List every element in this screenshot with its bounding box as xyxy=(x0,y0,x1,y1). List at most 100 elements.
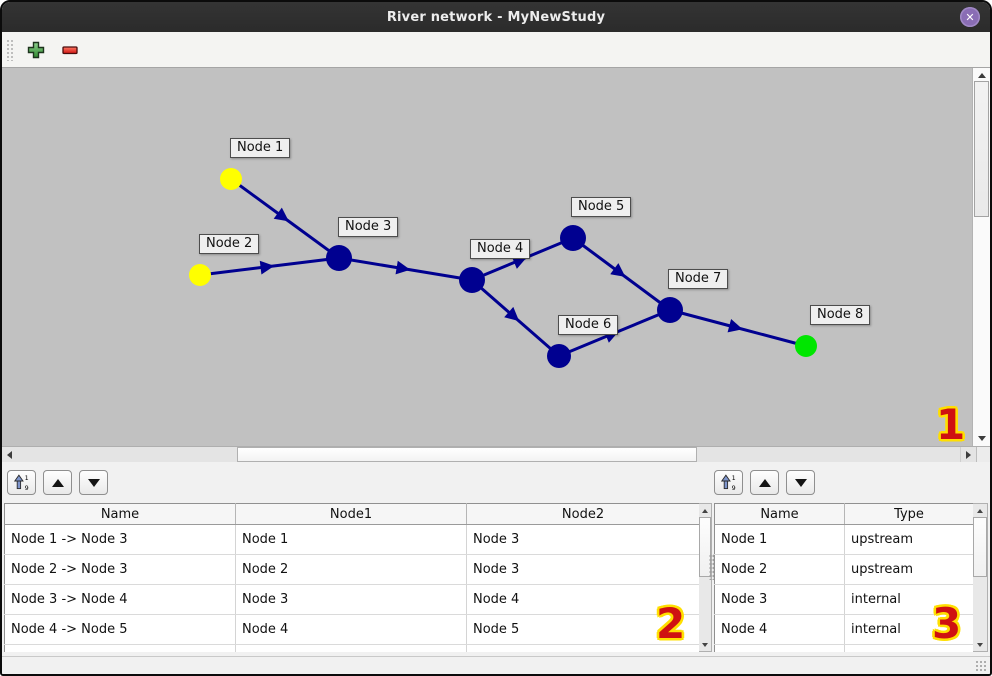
sort-nodes-button[interactable]: 1 9 xyxy=(714,470,743,495)
cell-link-node2[interactable]: Node 5 xyxy=(466,614,699,645)
nodes-table-wrap: Name Type Node 1 upstream Node 2 upstrea… xyxy=(714,503,990,652)
cell-node-name[interactable]: Node 2 xyxy=(714,554,845,585)
window-title: River network - MyNewStudy xyxy=(386,9,606,25)
table-row[interactable]: Node 4 -> Node 5 Node 4 Node 5 xyxy=(4,614,699,645)
cell-node-type[interactable]: internal xyxy=(844,614,973,645)
scroll-down-icon[interactable] xyxy=(973,433,990,444)
node-7-label[interactable]: Node 7 xyxy=(668,269,729,289)
node-3-label[interactable]: Node 3 xyxy=(338,217,399,237)
add-node-button[interactable] xyxy=(23,37,49,63)
edge-node7-node8 xyxy=(669,308,807,348)
cell-link-name[interactable]: Node 1 -> Node 3 xyxy=(4,524,236,555)
table-row[interactable]: Node 2 upstream xyxy=(714,554,973,585)
resize-grip-handle[interactable] xyxy=(975,660,987,672)
nodes-scrollbar-thumb[interactable] xyxy=(973,517,987,577)
links-table-scrollbar[interactable] xyxy=(699,503,712,652)
scroll-up-icon[interactable] xyxy=(973,504,987,517)
down-arrow-icon xyxy=(794,478,807,487)
nodes-header-name[interactable]: Name xyxy=(714,503,845,525)
river-network-canvas[interactable]: Node 1 Node 2 Node 3 Node 4 Node 5 Node … xyxy=(2,68,972,446)
nodes-table-scrollbar[interactable] xyxy=(973,503,988,652)
edge-node4-node5 xyxy=(471,236,574,282)
toolbar-drag-handle[interactable] xyxy=(6,38,13,61)
node-5[interactable] xyxy=(560,225,586,251)
nodes-header-row: Name Type xyxy=(714,503,973,525)
cell-link-node2[interactable]: Node 3 xyxy=(466,554,699,585)
panel-splitter-handle[interactable] xyxy=(709,554,714,580)
svg-text:1: 1 xyxy=(24,474,28,482)
cell-node-type[interactable]: upstream xyxy=(844,524,973,555)
node-8-label[interactable]: Node 8 xyxy=(810,305,871,325)
down-arrow-icon xyxy=(87,478,100,487)
table-row[interactable]: Node 1 -> Node 3 Node 1 Node 3 xyxy=(4,524,699,555)
scroll-up-icon[interactable] xyxy=(699,504,711,517)
svg-text:9: 9 xyxy=(24,484,28,491)
move-link-down-button[interactable] xyxy=(79,470,108,495)
move-node-up-button[interactable] xyxy=(750,470,779,495)
move-node-down-button[interactable] xyxy=(786,470,815,495)
scroll-right-icon[interactable] xyxy=(960,447,976,462)
node-6[interactable] xyxy=(547,344,571,368)
move-link-up-button[interactable] xyxy=(43,470,72,495)
horizontal-scrollbar-thumb[interactable] xyxy=(237,447,697,462)
cell-link-node1[interactable]: Node 4 xyxy=(235,614,467,645)
links-header-node1[interactable]: Node1 xyxy=(235,503,467,525)
cell-link-name[interactable]: Node 3 -> Node 4 xyxy=(4,584,236,615)
links-table-wrap: Name Node1 Node2 Node 1 -> Node 3 Node 1… xyxy=(4,503,712,652)
node-4-label[interactable]: Node 4 xyxy=(470,239,531,259)
links-toolbar: 1 9 xyxy=(7,470,108,495)
bottom-panel: 1 9 Name Node1 Node2 xyxy=(2,462,990,656)
table-row-partial[interactable] xyxy=(4,644,699,652)
cell-node-type[interactable]: upstream xyxy=(844,554,973,585)
vertical-scrollbar-thumb[interactable] xyxy=(974,81,989,217)
node-3[interactable] xyxy=(326,245,352,271)
table-row[interactable]: Node 1 upstream xyxy=(714,524,973,555)
cell-link-node1[interactable]: Node 2 xyxy=(235,554,467,585)
node-5-label[interactable]: Node 5 xyxy=(571,197,632,217)
links-header-name[interactable]: Name xyxy=(4,503,236,525)
table-row-partial[interactable] xyxy=(714,644,973,652)
node-4[interactable] xyxy=(459,267,485,293)
up-arrow-icon xyxy=(51,478,64,487)
links-scrollbar-thumb[interactable] xyxy=(699,517,711,577)
cell-link-node1[interactable]: Node 3 xyxy=(235,584,467,615)
remove-node-button[interactable] xyxy=(57,37,83,63)
network-edges xyxy=(199,177,807,358)
close-icon[interactable]: ✕ xyxy=(960,7,980,27)
node-1[interactable] xyxy=(220,168,242,190)
node-6-label[interactable]: Node 6 xyxy=(558,315,619,335)
titlebar[interactable]: River network - MyNewStudy ✕ xyxy=(2,2,990,32)
canvas-horizontal-scrollbar[interactable] xyxy=(2,447,976,462)
table-row[interactable]: Node 3 internal xyxy=(714,584,973,615)
node-2-label[interactable]: Node 2 xyxy=(199,234,260,254)
node-1-label[interactable]: Node 1 xyxy=(230,138,291,158)
table-row[interactable]: Node 2 -> Node 3 Node 2 Node 3 xyxy=(4,554,699,585)
cell-node-type[interactable]: internal xyxy=(844,584,973,615)
canvas-vertical-scrollbar[interactable] xyxy=(972,68,990,446)
links-header-node2[interactable]: Node2 xyxy=(466,503,699,525)
table-row[interactable]: Node 3 -> Node 4 Node 3 Node 4 xyxy=(4,584,699,615)
scroll-down-icon[interactable] xyxy=(973,638,987,651)
links-panel: 1 9 Name Node1 Node2 xyxy=(2,462,712,656)
scroll-up-icon[interactable] xyxy=(973,70,990,81)
main-toolbar xyxy=(2,32,990,68)
cell-link-name[interactable]: Node 4 -> Node 5 xyxy=(4,614,236,645)
node-8[interactable] xyxy=(795,335,817,357)
up-arrow-icon xyxy=(758,478,771,487)
svg-text:9: 9 xyxy=(731,484,735,491)
cell-link-node1[interactable]: Node 1 xyxy=(235,524,467,555)
scroll-down-icon[interactable] xyxy=(699,638,711,651)
cell-link-name[interactable]: Node 2 -> Node 3 xyxy=(4,554,236,585)
table-row[interactable]: Node 4 internal xyxy=(714,614,973,645)
node-2[interactable] xyxy=(189,264,211,286)
nodes-header-type[interactable]: Type xyxy=(844,503,973,525)
cell-node-name[interactable]: Node 1 xyxy=(714,524,845,555)
cell-link-node2[interactable]: Node 4 xyxy=(466,584,699,615)
scroll-left-icon[interactable] xyxy=(2,447,16,462)
cell-node-name[interactable]: Node 3 xyxy=(714,584,845,615)
edge-node1-node3 xyxy=(230,177,340,260)
cell-link-node2[interactable]: Node 3 xyxy=(466,524,699,555)
cell-node-name[interactable]: Node 4 xyxy=(714,614,845,645)
node-7[interactable] xyxy=(657,297,683,323)
sort-links-button[interactable]: 1 9 xyxy=(7,470,36,495)
